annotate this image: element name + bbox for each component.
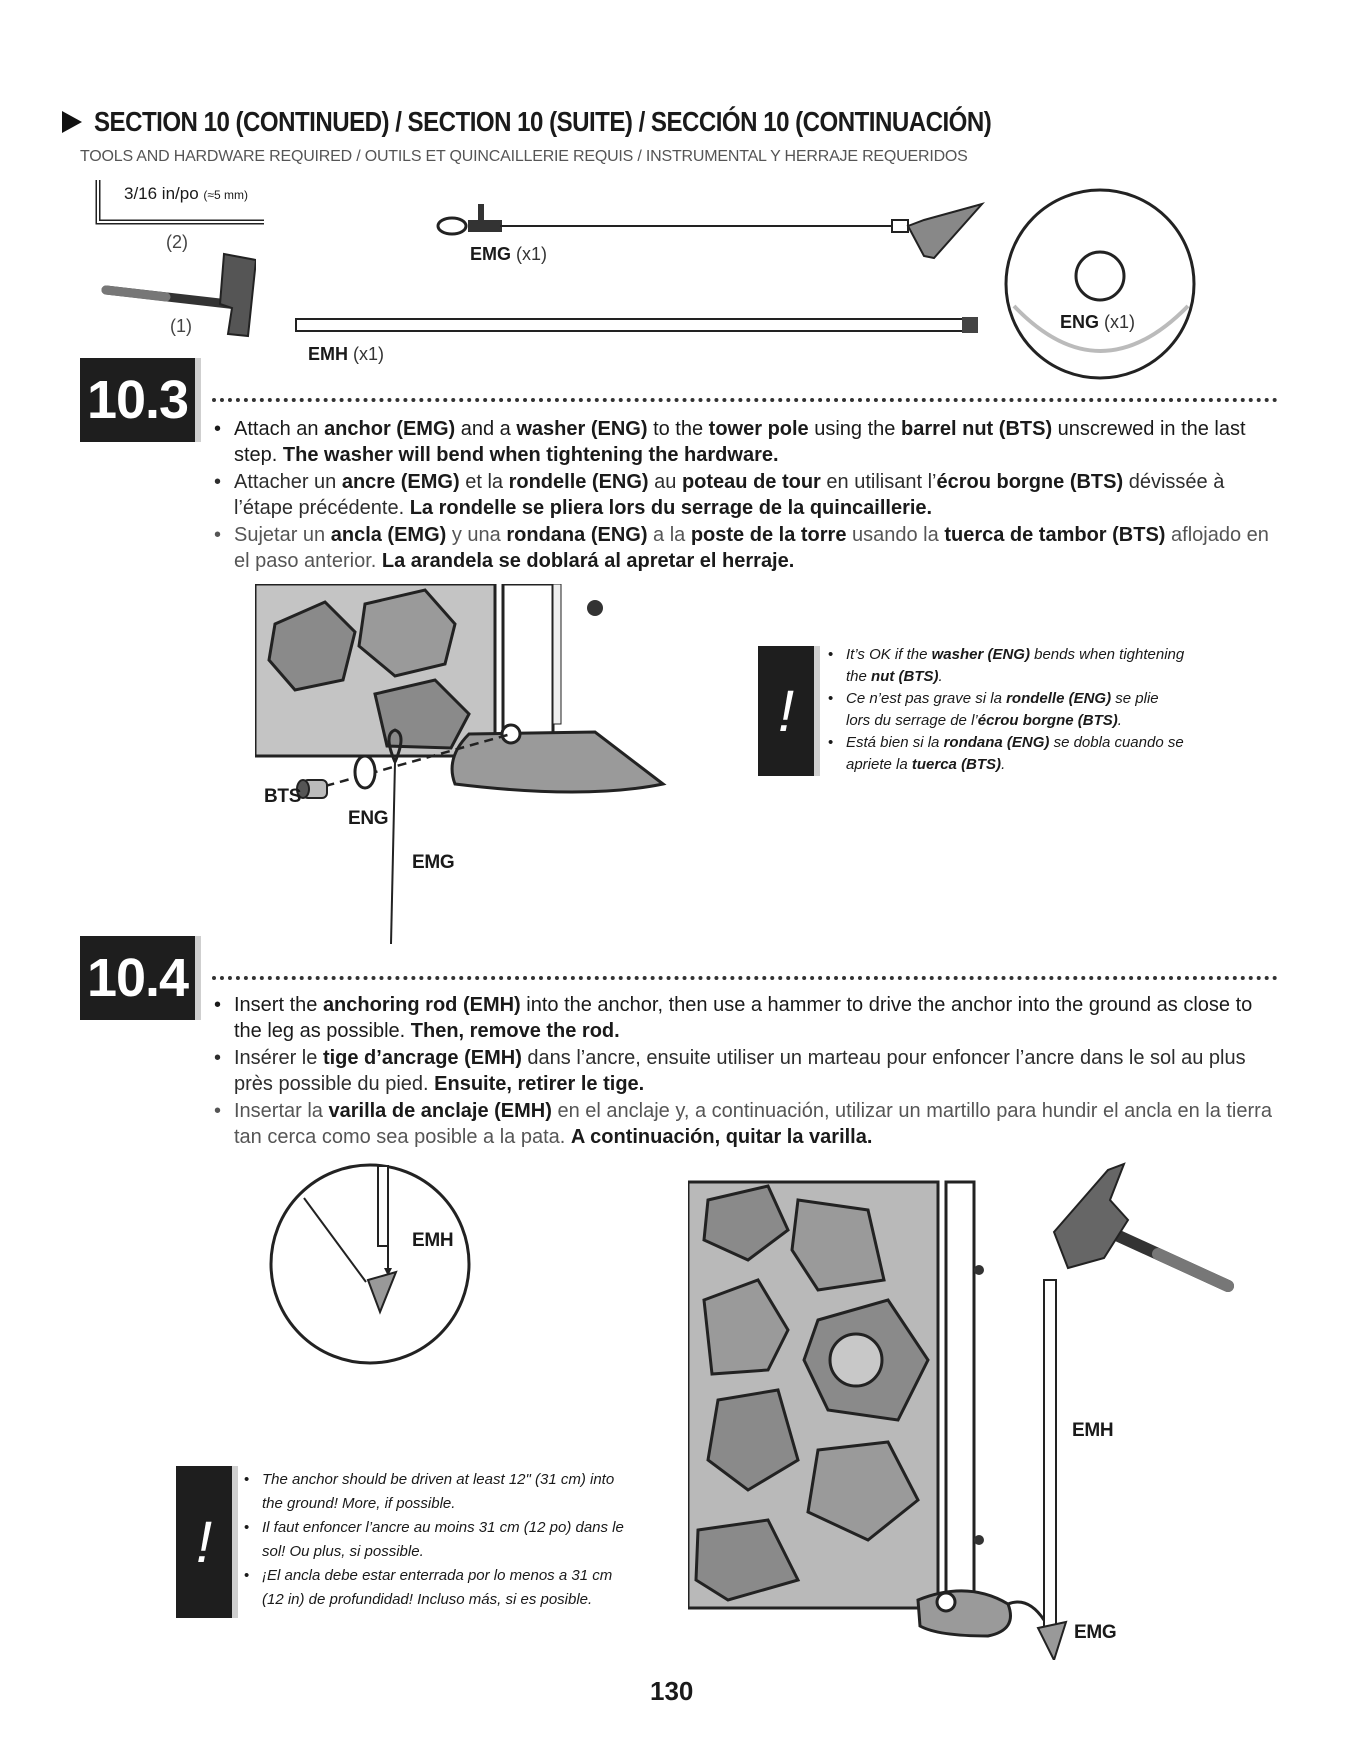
step-10-4-divider	[212, 976, 1278, 980]
washer-icon	[1004, 188, 1196, 380]
warning-en: The anchor should be driven at least 12"…	[242, 1468, 632, 1516]
rod-icon	[295, 317, 978, 333]
section-header: SECTION 10 (CONTINUED) / SECTION 10 (SUI…	[62, 104, 1137, 140]
anchor-emg-figure	[434, 196, 994, 271]
page-number: 130	[650, 1676, 694, 1706]
figure-label-emh: EMH	[1072, 1420, 1114, 1441]
instruction-es: Insertar la varilla de anclaje (EMH) en …	[212, 1098, 1272, 1150]
warning-exclamation-icon: !	[777, 678, 795, 744]
hex-key-size: 3/16 in/po	[124, 184, 199, 203]
washer-eng-figure	[1002, 186, 1198, 387]
warning-10-3-text: It’s OK if the washer (ENG) bends when t…	[826, 644, 1186, 776]
step-10-4-badge: 10.4	[80, 936, 195, 1020]
hammer-icon	[101, 252, 258, 338]
step-10-4-badge-shadow	[195, 936, 201, 1020]
hex-key-metric: (≈5 mm)	[203, 188, 248, 202]
figure-label-emh-detail: EMH	[412, 1230, 454, 1251]
eng-label: ENG (x1)	[1060, 312, 1136, 332]
tools-hardware-title: TOOLS AND HARDWARE REQUIRED / OUTILS ET …	[80, 148, 968, 165]
step-10-3-divider	[212, 398, 1278, 402]
instruction-fr: Insérer le tige d’ancrage (EMH) dans l’a…	[212, 1045, 1272, 1097]
rod-in-anchor-detail	[269, 1163, 471, 1365]
warning-exclamation-icon: !	[195, 1509, 213, 1575]
warning-es: ¡El ancla debe estar enterrada por lo me…	[242, 1564, 632, 1612]
drive-anchor-illustration	[686, 1160, 1248, 1665]
step-10-3-instructions: Attach an anchor (EMG) and a washer (ENG…	[212, 416, 1272, 575]
step-10-3-badge-shadow	[195, 358, 201, 442]
panel-pole-hammer-illustration	[686, 1162, 1234, 1663]
warning-10-4-bar: !	[176, 1466, 232, 1618]
triangle-bullet-icon	[62, 111, 82, 133]
warning-fr: Il faut enfoncer l’ancre au moins 31 cm …	[242, 1516, 632, 1564]
anchor-cable-icon	[436, 202, 985, 260]
step-10-3-badge: 10.3	[80, 358, 195, 442]
warning-10-4-shadow	[232, 1466, 238, 1618]
hex-key-icon	[95, 180, 264, 225]
warning-10-3-shadow	[814, 646, 820, 776]
hammer-qty: (1)	[170, 316, 192, 336]
instruction-en: Insert the anchoring rod (EMH) into the …	[212, 992, 1272, 1044]
instruction-fr: Attacher un ancre (EMG) et la rondelle (…	[212, 469, 1272, 521]
instruction-en: Attach an anchor (EMG) and a washer (ENG…	[212, 416, 1272, 468]
hex-key-tool	[94, 178, 274, 228]
anchor-detail-circle	[268, 1162, 472, 1371]
section-title: SECTION 10 (CONTINUED) / SECTION 10 (SUI…	[94, 106, 992, 137]
warning-10-4-text: The anchor should be driven at least 12"…	[242, 1468, 632, 1612]
hammer-tool	[96, 250, 258, 345]
tower-pole-anchor-illustration	[253, 582, 667, 945]
step-10-3-illustration	[253, 582, 675, 949]
step-10-4-instructions: Insert the anchoring rod (EMH) into the …	[212, 992, 1272, 1151]
anchoring-rod-emh-figure	[294, 316, 984, 341]
warning-10-3-bar: !	[758, 646, 814, 776]
instruction-es: Sujetar un ancla (EMG) y una rondana (EN…	[212, 522, 1272, 574]
figure-label-eng: ENG	[348, 808, 389, 829]
hex-key-qty: (2)	[166, 232, 188, 252]
warning-es: Está bien si la rondana (ENG) se dobla c…	[826, 732, 1186, 776]
figure-label-emg: EMG	[412, 852, 455, 873]
warning-fr: Ce n’est pas grave si la rondelle (ENG) …	[826, 688, 1186, 732]
warning-en: It’s OK if the washer (ENG) bends when t…	[826, 644, 1186, 688]
emg-label: EMG (x1)	[470, 244, 548, 264]
emh-label: EMH (x1)	[308, 344, 385, 364]
hex-key-label: 3/16 in/po (≈5 mm)	[124, 184, 248, 204]
figure-label-bts: BTS	[264, 786, 302, 807]
figure-label-emg: EMG	[1074, 1622, 1117, 1643]
